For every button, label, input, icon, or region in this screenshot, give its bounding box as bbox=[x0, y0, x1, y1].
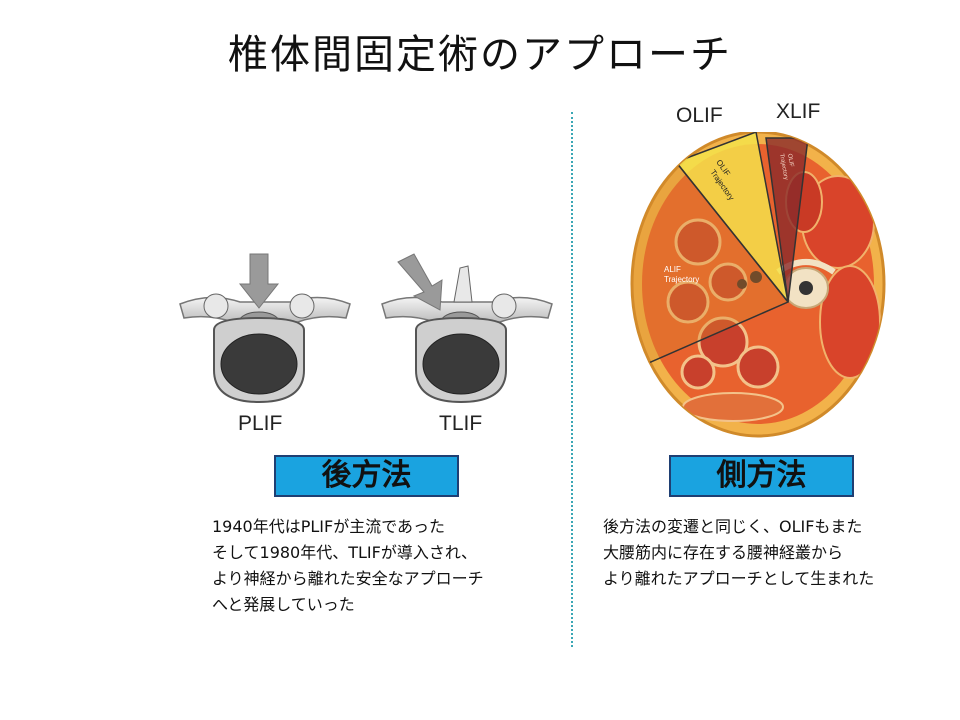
plif-vertebra-figure bbox=[179, 253, 351, 404]
olif-label: OLIF bbox=[676, 104, 723, 127]
lateral-line-3: より離れたアプローチとして生まれた bbox=[603, 569, 875, 588]
posterior-line-2: そして1980年代、TLIFが導入され、 bbox=[212, 543, 478, 562]
plif-label: PLIF bbox=[238, 412, 283, 435]
svg-text:Trajectory: Trajectory bbox=[664, 275, 699, 284]
alif-trajectory-line-1: ALIF bbox=[664, 265, 681, 274]
xlif-label: XLIF bbox=[776, 100, 821, 123]
svg-text:Trajectory: Trajectory bbox=[778, 153, 789, 180]
svg-text:OLIF: OLIF bbox=[786, 153, 794, 168]
tlif-label: TLIF bbox=[439, 412, 483, 435]
posterior-line-4: へと発展していった bbox=[212, 595, 355, 614]
tlif-vertebra-figure bbox=[381, 253, 553, 404]
abdominal-cross-section-figure: OLIF Trajectory OLIF Trajectory ALIF Tra… bbox=[630, 132, 886, 438]
down-arrow-icon bbox=[238, 253, 280, 309]
xlif-trajectory-line-2: Trajectory bbox=[778, 153, 789, 180]
page-title: 椎体間固定術のアプローチ bbox=[228, 32, 732, 78]
alif-trajectory-line-2: Trajectory bbox=[664, 275, 699, 284]
posterior-line-1: 1940年代はPLIFが主流であった bbox=[212, 517, 446, 536]
posterior-approach-tag: 後方法 bbox=[274, 455, 459, 497]
posterior-line-3: より神経から離れた安全なアプローチ bbox=[212, 569, 484, 588]
lateral-line-2: 大腰筋内に存在する腰神経叢から bbox=[603, 543, 844, 562]
lateral-description: 後方法の変遷と同じく、OLIFもまた 大腰筋内に存在する腰神経叢から より離れた… bbox=[603, 514, 874, 592]
section-divider bbox=[571, 112, 573, 647]
posterior-description: 1940年代はPLIFが主流であった そして1980年代、TLIFが導入され、 … bbox=[212, 514, 484, 618]
lateral-approach-tag: 側方法 bbox=[669, 455, 854, 497]
svg-text:ALIF: ALIF bbox=[664, 265, 681, 274]
xlif-trajectory-line-1: OLIF bbox=[786, 153, 794, 168]
lateral-line-1: 後方法の変遷と同じく、OLIFもまた bbox=[603, 517, 863, 536]
diagonal-arrow-icon bbox=[397, 253, 443, 311]
